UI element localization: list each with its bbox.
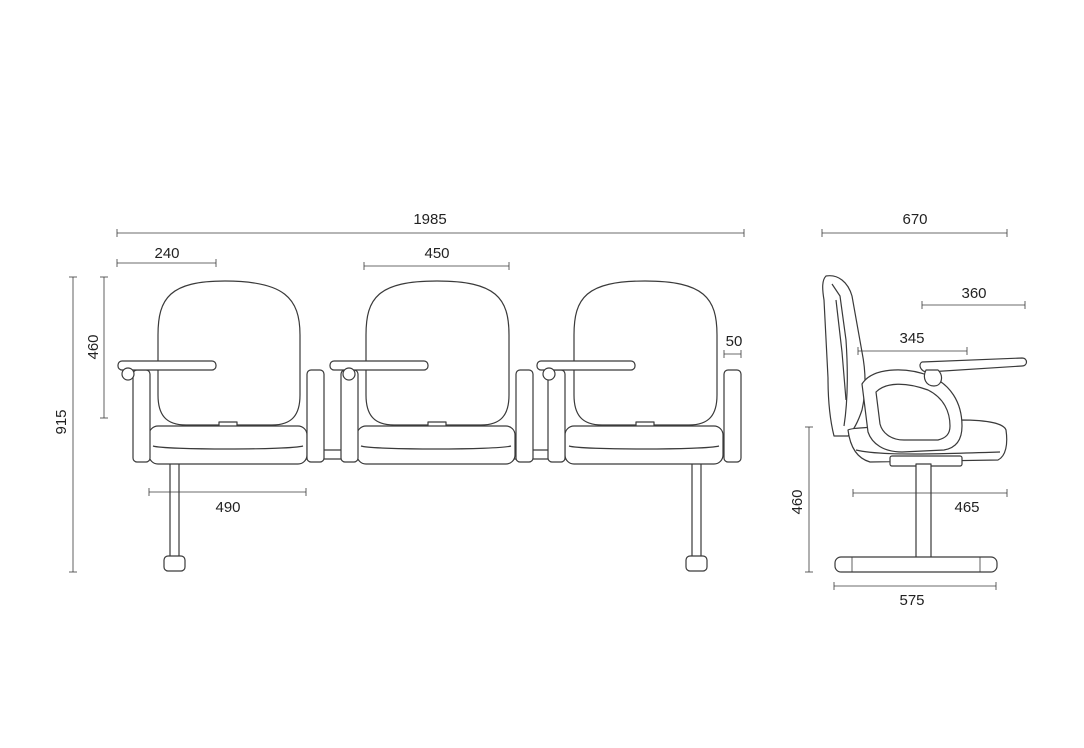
backrest-2 [365, 280, 510, 426]
side-writing-tablet [919, 357, 1028, 373]
seat-cushion-3 [564, 425, 724, 465]
armrest-post-left-1 [132, 369, 151, 463]
dim-label-overall-depth: 670 [902, 211, 927, 228]
tablet-arm-3 [536, 360, 636, 371]
front-seat-1 [117, 280, 325, 465]
dim-label-tablet-width: 240 [154, 245, 179, 262]
dim-backrest-width: 450 [363, 245, 510, 270]
dim-label-backrest-width: 450 [424, 245, 449, 262]
dim-label-tablet-depth: 360 [961, 285, 986, 302]
dim-label-overall-height: 915 [53, 409, 70, 434]
seat-cushion-1 [148, 425, 308, 465]
armrest-post-left-3 [547, 369, 566, 463]
dim-overall-height: 915 [53, 276, 77, 573]
side-base [834, 556, 998, 573]
side-backrest-inner [831, 283, 848, 427]
seat-cushion-edge-3 [568, 445, 720, 450]
armrest-post-right-2 [515, 369, 534, 463]
side-tablet-pivot [923, 369, 943, 387]
dim-label-base-depth: 575 [899, 592, 924, 609]
seat-cushion-2 [356, 425, 516, 465]
front-seat-2 [329, 280, 534, 465]
dim-label-armrest-depth: 345 [899, 330, 924, 347]
seat-cushion-edge-2 [360, 445, 512, 450]
dim-label-overall-width: 1985 [413, 211, 446, 228]
seat-cushion-edge-1 [152, 445, 304, 450]
front-seat-3 [536, 280, 742, 465]
dim-tablet-width: 240 [116, 245, 217, 267]
backrest-1 [157, 280, 301, 426]
front-leg-right [685, 461, 708, 572]
tablet-arm-2 [329, 360, 429, 371]
dim-armrest-depth: 345 [857, 330, 968, 355]
side-armrest-inner [875, 383, 951, 441]
dim-armrest-thickness: 50 [723, 333, 743, 358]
side-view: 670 360 345 465 460 [789, 211, 1028, 609]
dim-seat-height: 460 [789, 426, 813, 573]
side-backrest [822, 275, 866, 437]
side-backrest-front [835, 299, 847, 401]
tablet-pivot-2 [342, 367, 356, 381]
side-seat-underside [855, 449, 1001, 455]
dim-seat-width: 490 [148, 488, 307, 516]
front-view: 1985 240 450 50 460 [53, 211, 745, 573]
armrest-post-right-3 [723, 369, 742, 463]
armrest-post-left-2 [340, 369, 359, 463]
dim-backrest-height: 460 [85, 276, 108, 419]
side-post [915, 463, 932, 561]
dim-label-armrest-thickness: 50 [726, 333, 743, 350]
front-leg-left [163, 461, 186, 572]
tablet-pivot-3 [542, 367, 556, 381]
dim-label-seat-width: 490 [215, 499, 240, 516]
armrest-post-right-1 [306, 369, 325, 463]
dim-label-backrest-height: 460 [85, 334, 102, 359]
tablet-arm-1 [117, 360, 217, 371]
dim-label-seat-height: 460 [789, 489, 806, 514]
dim-tablet-depth: 360 [921, 285, 1026, 309]
dim-label-seat-depth: 465 [954, 499, 979, 516]
dim-seat-depth: 465 [852, 489, 1008, 516]
dim-overall-depth: 670 [821, 211, 1008, 237]
dim-base-depth: 575 [833, 582, 997, 609]
tablet-pivot-1 [121, 367, 135, 381]
backrest-3 [573, 280, 718, 426]
dim-overall-width: 1985 [116, 211, 745, 237]
